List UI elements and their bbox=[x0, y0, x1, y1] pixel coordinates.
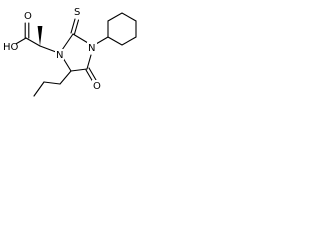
bond-propyl-1 bbox=[59, 70, 72, 85]
atom-label-nitrogen-left: N bbox=[56, 50, 63, 61]
bond-thione-2 bbox=[73, 19, 80, 35]
bond-n3-c4 bbox=[86, 54, 92, 70]
bond-alpha-nitrogen bbox=[39, 45, 57, 53]
bond-c4-c5 bbox=[70, 68, 88, 72]
bond-c2-n3 bbox=[72, 33, 89, 44]
alpha-carbon bbox=[37, 26, 57, 53]
wedge-bond-methyl bbox=[37, 26, 43, 46]
bond-thione-1 bbox=[70, 18, 76, 34]
bond-c5-n1 bbox=[62, 57, 72, 72]
bond-ring-carbonyl-2 bbox=[88, 67, 97, 81]
carboxylic-acid-group bbox=[13, 22, 41, 47]
atom-label-nitrogen-right: N bbox=[88, 43, 95, 54]
atom-label-thione-sulfur: S bbox=[74, 7, 80, 18]
bond-propyl-2 bbox=[43, 81, 61, 85]
bond-n3-cyclohexyl bbox=[95, 36, 109, 45]
atom-label-acid-oxygen: O bbox=[24, 11, 32, 22]
bond-n1-c2 bbox=[61, 33, 74, 51]
bond-acid-alpha bbox=[25, 37, 41, 47]
bond-propyl-3 bbox=[33, 81, 45, 97]
chemical-structure: HO O N N S O bbox=[2, 6, 137, 97]
propyl-chain bbox=[33, 70, 72, 97]
imidazolidinone-ring bbox=[61, 33, 92, 72]
bond-ring-carbonyl-1 bbox=[85, 69, 94, 83]
atom-label-ring-oxygen: O bbox=[93, 81, 101, 92]
thione-group bbox=[70, 18, 80, 35]
atom-label-hydroxyl: HO bbox=[3, 42, 19, 53]
cyclohexane-hexagon bbox=[107, 12, 137, 46]
cyclohexyl-ring bbox=[95, 12, 137, 46]
atom-labels: HO O N N S O bbox=[2, 6, 101, 92]
ring-carbonyl-group bbox=[85, 67, 97, 83]
